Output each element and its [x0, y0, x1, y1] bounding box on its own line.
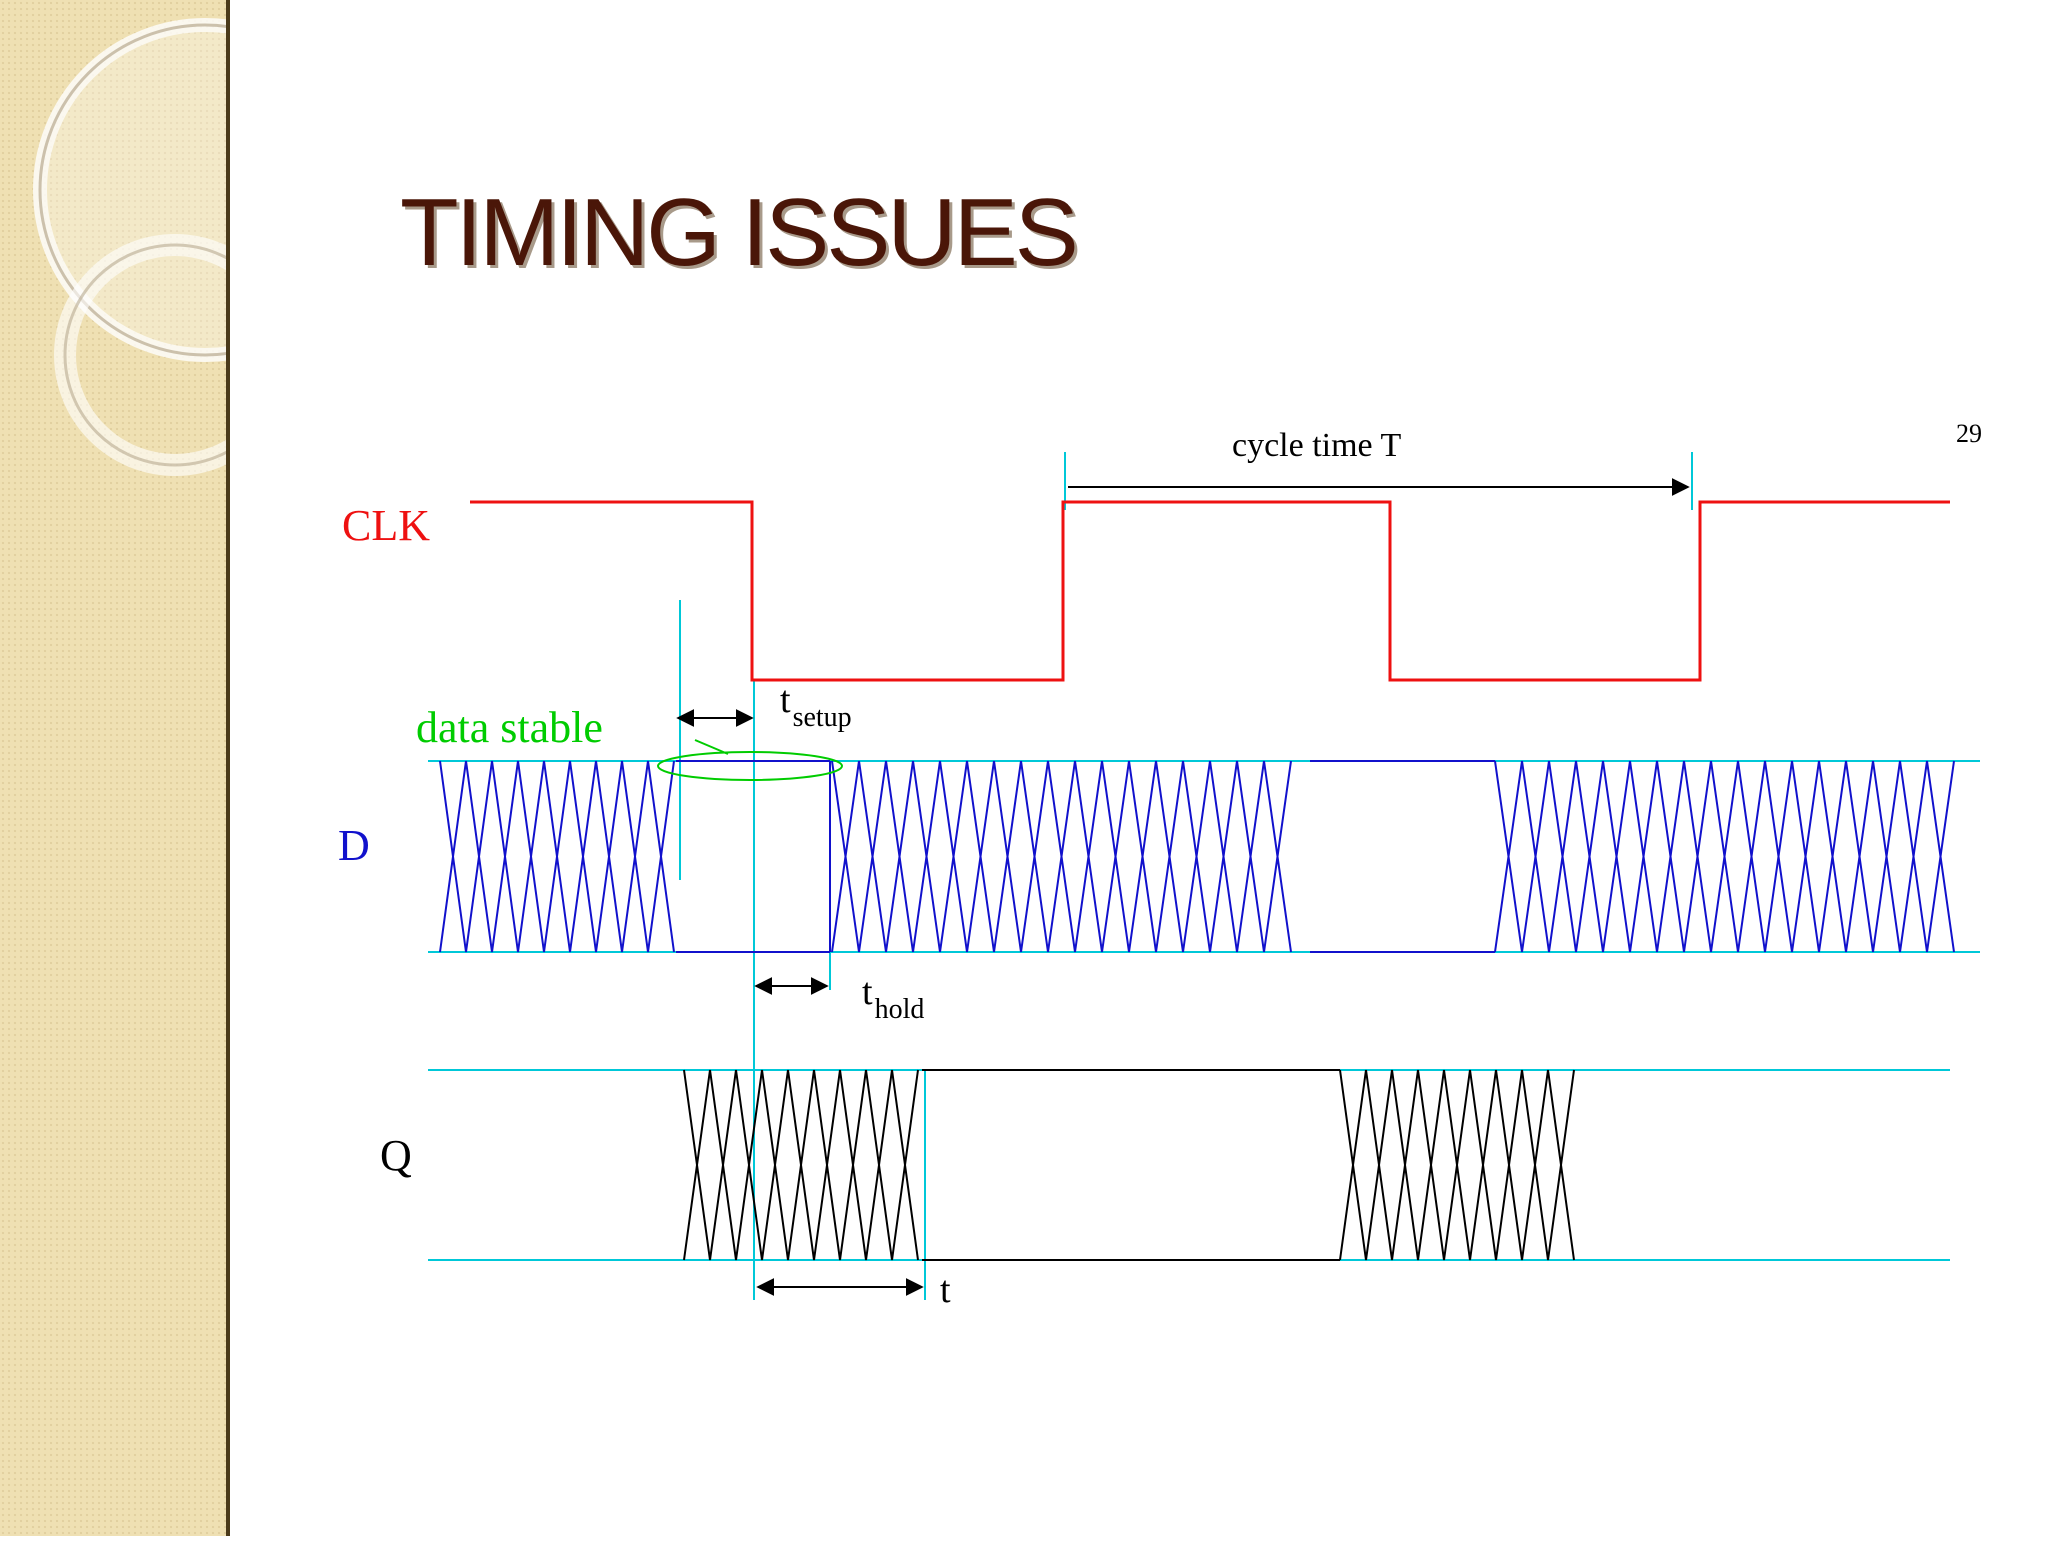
data-stable-ellipse — [657, 751, 843, 781]
data-stable-pointer — [694, 739, 729, 755]
unknown-transition-region — [1494, 760, 1955, 953]
q-waveform — [683, 1069, 1575, 1261]
sidebar-edge — [226, 0, 230, 1536]
unknown-transition-region — [439, 760, 675, 953]
t-setup-label: tsetup — [780, 679, 852, 733]
data-stable-label: data stable — [416, 703, 603, 752]
clk-waveform — [470, 500, 1950, 682]
t-q-label: t — [940, 1269, 951, 1311]
d-label: D — [338, 821, 370, 870]
sidebar-decoration — [0, 0, 377, 1536]
d-waveform — [439, 760, 1955, 953]
page-number: 29 — [1956, 419, 1982, 448]
t-hold-label: thold — [862, 971, 924, 1025]
unknown-transition-region — [831, 760, 1292, 953]
cycle-time-label: cycle time T — [1232, 427, 1402, 464]
timing-arrows — [676, 478, 1690, 1296]
marker-lines — [428, 452, 1980, 1300]
unknown-transition-region — [1339, 1069, 1575, 1261]
clk-label: CLK — [342, 501, 430, 550]
slide-title: TIMING ISSUES — [400, 179, 1079, 286]
unknown-transition-region — [683, 1069, 919, 1261]
q-label: Q — [380, 1131, 412, 1180]
